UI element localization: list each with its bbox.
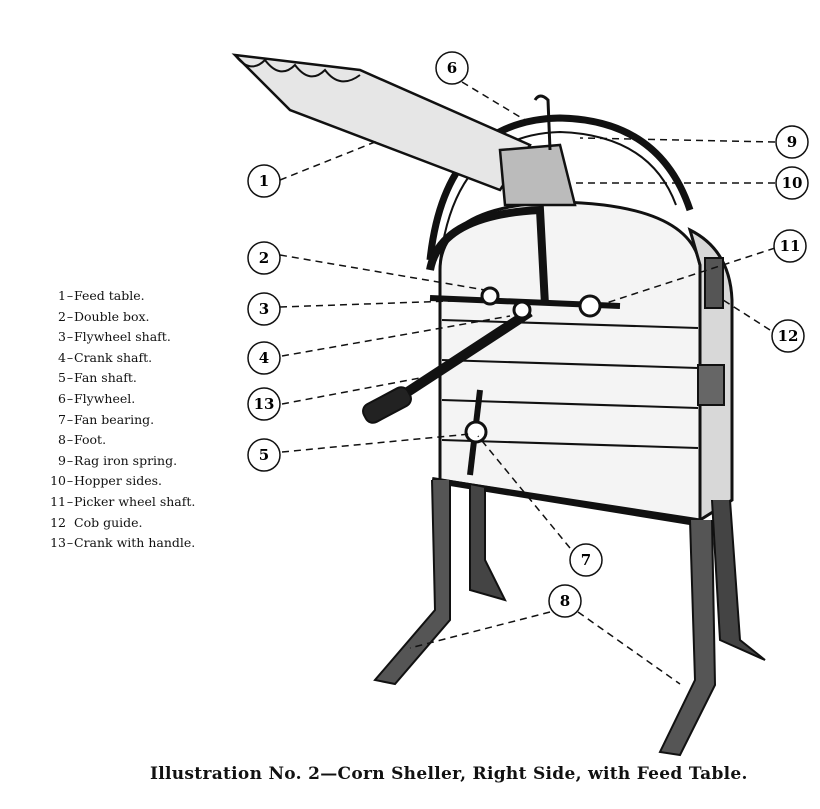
callout-2-label: 2: [259, 249, 269, 267]
callout-1-label: 1: [259, 172, 269, 190]
callout-6: 6: [435, 51, 469, 85]
legend-item: 2–Double box.: [58, 308, 150, 324]
callout-7-label: 7: [581, 551, 591, 569]
legend-item: 1–Feed table.: [58, 288, 145, 303]
callout-10: 10: [775, 166, 809, 200]
callout-13: 13: [247, 387, 281, 421]
callouts: 1 2 3 4 5 6 7 8 9 10 11 12 13: [247, 51, 809, 618]
legend-item: 3–Flywheel shaft.: [58, 329, 171, 345]
callout-9: 9: [775, 125, 809, 159]
parts-legend: 1–Feed table. 2–Double box. 3–Flywheel s…: [36, 286, 195, 554]
callout-7: 7: [569, 543, 603, 577]
callout-1: 1: [247, 164, 281, 198]
legend-item: 4–Crank shaft.: [58, 349, 153, 365]
legend-item: 11–Picker wheel shaft.: [50, 493, 196, 509]
callout-6-label: 6: [447, 59, 457, 77]
legend-item: 6–Flywheel.: [58, 390, 136, 406]
callout-10-label: 10: [782, 174, 803, 192]
callout-2: 2: [247, 241, 281, 275]
callout-8: 8: [548, 584, 582, 618]
callout-8-label: 8: [560, 592, 570, 610]
machine-drawing: [231, 53, 766, 757]
callout-12: 12: [771, 319, 805, 353]
callout-13-label: 13: [254, 395, 275, 413]
legend-item: 5–Fan shaft.: [58, 370, 137, 386]
figure-caption: Illustration No. 2—Corn Sheller, Right S…: [150, 764, 748, 784]
legend-item: 8–Foot.: [58, 432, 107, 448]
callout-3: 3: [247, 292, 281, 326]
callout-5: 5: [247, 438, 281, 472]
callout-4-label: 4: [259, 349, 269, 367]
legend-item: 13–Crank with handle.: [50, 535, 196, 551]
legend-item: 9–Rag iron spring.: [58, 452, 178, 468]
legend-item: 12 Cob guide.: [50, 514, 143, 530]
legend-item: 10–Hopper sides.: [50, 473, 162, 489]
callout-11: 11: [773, 229, 807, 263]
callout-9-label: 9: [787, 133, 797, 151]
callout-12-label: 12: [778, 327, 799, 345]
callout-11-label: 11: [780, 237, 801, 255]
callout-5-label: 5: [259, 446, 269, 464]
callout-4: 4: [247, 341, 281, 375]
legend-item: 7–Fan bearing.: [58, 411, 155, 427]
leader-lines: [279, 81, 776, 685]
callout-3-label: 3: [259, 300, 269, 318]
